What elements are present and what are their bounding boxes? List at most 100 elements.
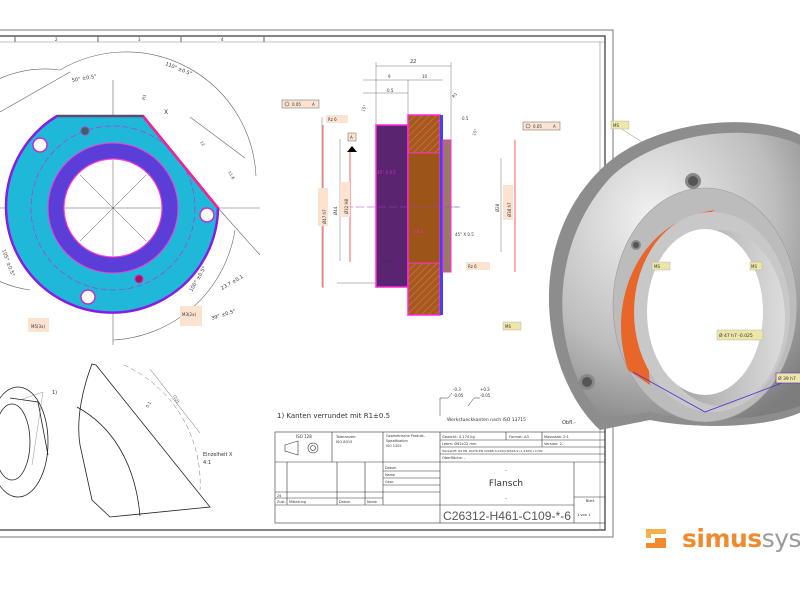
dim-length: 23.7 ±0.1 [220,274,245,292]
bolt-hole [32,137,48,153]
dim-length: 10 [422,74,428,79]
roughness-symbol: Rz 6 [328,117,337,122]
tolerance-datum: A [553,124,556,129]
detail-scale: 4:1 [203,460,211,466]
fit-label: Ø32 H8 [344,198,349,214]
logo-word: simus [682,524,762,553]
tolerance-frame: 0.05 A [281,99,320,109]
bolt-hole [199,207,215,223]
version: Version: 2- [544,442,564,446]
dim-diameter: Ø44 [333,206,338,215]
thread-tag: M5(3x) [31,324,45,329]
model-annotation: MS [505,324,511,329]
detail-view-x [76,363,211,518]
title-dash: - [505,496,507,502]
dim-length: 22 [410,59,416,65]
simus-systems-logo: simus sys [646,524,800,553]
zone-number: 3 [138,37,141,42]
dim-length: 11.6 [227,170,236,181]
dim-angle: 39° ±0.5° [211,308,237,322]
section-view: 22 9 10 0.5 0.5 R1 15° 15° Ø44 Ø28 45° X… [281,59,561,316]
checked-label: Gepr. [385,480,394,484]
title-block [274,431,606,524]
format: Format: A3 [509,435,529,439]
dim-angle: 15° [471,128,478,136]
zone-number: 4 [221,37,224,42]
bolt-hole [80,289,96,305]
note-reference: 1) [52,390,57,396]
logo-word: sys [761,524,800,553]
model-3d-view: MS MS MS MS Ø 47 h7 -0.025 Ø 39 h7 [502,120,800,430]
edge-tolerance: -0.05 [453,393,464,398]
edge-note: 1) Kanten verrundet mit R1±0.5 [277,412,390,420]
dim-diameter: Ø28 [495,203,500,212]
surface-label: Obfl.- [562,420,576,426]
dim-length: 0.5 [462,116,469,121]
thread-hole [134,274,144,284]
isometric-view [0,386,49,498]
logo-icon [646,528,666,548]
gps-label: Spezifikation [386,439,408,443]
sheet-count: 1 von 1 [577,513,590,517]
detail-marker: X [164,109,168,116]
projection-standard: ISO 128 [296,434,312,439]
edge-tolerance: +0.3 [480,387,490,392]
tolerance-datum: A [312,102,315,107]
surface-finish: Oberfläche: - [442,456,466,460]
thread-tag: M3(2x) [182,312,196,317]
dim-chamfer: 45° X 0.5 [455,232,474,237]
dim-angle: 110° ±0.5° [164,61,193,77]
edge-tolerance: -0.3 [453,387,461,392]
rev-col-header: Mitteilung [289,500,306,504]
dim-angle: 50° ±0.5° [71,74,97,84]
edge-tolerance: -0.05 [480,393,491,398]
dim-radius: R1 [451,91,459,99]
drawing-number: C26312-H461-C109-*-6 [443,509,571,523]
date-label: Datum [385,466,397,470]
material: Werkstoff: Rd EN 10278-EN 10088-3-X10CrN… [442,449,543,453]
model-annotation: MS [751,264,757,269]
dim-angle: 105° ±0.5° [0,249,15,278]
detail-label: Einzelheit X [203,452,233,458]
tolerances-label: Toleranzen: [335,435,357,439]
dim-radius: R1 [141,94,147,101]
datum-label: A [350,135,353,140]
gps-label: Geometrische Produkt- [386,434,426,438]
concentricity-icon [284,101,290,107]
scale: Massstab: 2:1 [544,435,569,439]
dim-length: (12) [172,394,181,404]
fit-label: Ø38 h7 [507,202,512,217]
roughness-symbol: Rz 6 [382,259,391,264]
rev-col-header: Zust. [277,500,286,504]
model-annotation: Ø 47 h7 -0.025 [719,332,753,339]
zone-number: 2 [55,37,58,42]
dim-length: 0.1 [145,400,153,408]
weight: Gewicht: 0.174 kg [442,435,475,439]
fit-label: Ø47 h7 [322,209,327,224]
concentricity-icon [525,123,531,129]
model-annotation: Ø 39 h7 [778,375,796,382]
tolerance-value: 0.05 [292,102,301,107]
rev-col-header: Datum [339,500,351,504]
tolerance-value: 0.05 [533,124,542,129]
tolerance-frame: 0.05 A [522,121,561,131]
thread-hole [80,126,90,136]
dim-chamfer: 45° X 0.5 [377,170,396,175]
dim-length: 12 [199,140,206,147]
title-dash: - [505,468,507,474]
model-annotation: MS [613,123,619,128]
tolerances-value: ISO 8015 [336,440,352,444]
workpiece-note: Werkstueckkanten nach ISO 13715 [447,417,526,423]
gps-value: ISO 1302 [386,444,402,448]
dim-length: 0.5 [387,88,394,93]
dim-angle: 15° [360,104,367,112]
name-label: Name [385,473,395,477]
raw-dimensions: Lebm: Ø62x22 mm [442,441,477,446]
drawing-title: Flansch [489,479,523,489]
rev-col-header: Name [367,500,377,504]
dim-length: 9 [388,74,391,79]
front-view: 50° ±0.5° 110° ±0.5° 105° ±0.5° 100° ±0.… [0,51,261,345]
revision-index: 24 [277,494,281,498]
title-block-text: ISO 128 Toleranzen: ISO 8015 Geometrisch… [277,434,595,523]
